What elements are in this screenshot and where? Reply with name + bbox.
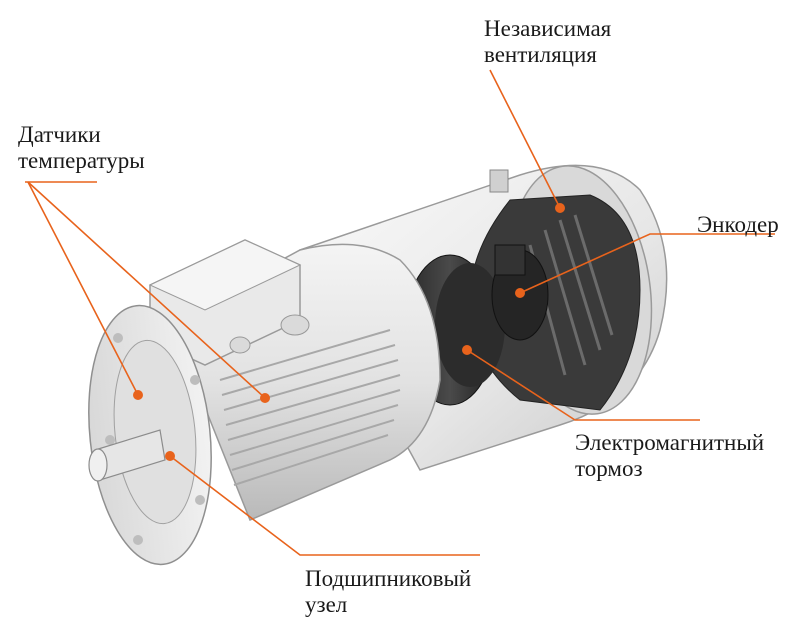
marker-dots [133,203,565,461]
label-bearing-line1: Подшипниковый [305,566,472,591]
leader-lines [25,69,775,556]
label-bearing-line2: узел [305,592,348,617]
label-ventilation: Независимая вентиляция [484,16,611,68]
label-sensors-line2: температуры [18,148,145,173]
marker-brake [462,345,472,355]
motor-housing [148,239,441,521]
label-brake-line2: тормоз [575,456,643,481]
marker-sensor-housing [260,393,270,403]
label-brake-line1: Электромагнитный [575,430,765,455]
label-ventilation-line1: Независимая [484,16,612,41]
marker-encoder [515,288,525,298]
leader-brake [466,349,700,421]
marker-ventilation [555,203,565,213]
label-brake: Электромагнитный тормоз [575,430,764,482]
leader-ventilation [489,69,561,209]
label-sensors-line1: Датчики [18,122,101,147]
leader-sensors-1 [27,181,139,396]
leader-bearing [169,455,480,556]
label-sensors: Датчики температуры [18,122,145,174]
label-encoder: Энкодер [697,212,779,238]
leader-sensors-2 [27,181,266,399]
label-ventilation-line2: вентиляция [484,42,597,67]
marker-sensor-flange [133,390,143,400]
marker-bearing [165,451,175,461]
label-bearing: Подшипниковый узел [305,566,471,618]
front-flange [88,304,212,566]
leader-encoder [519,233,775,294]
label-encoder-text: Энкодер [697,212,779,237]
